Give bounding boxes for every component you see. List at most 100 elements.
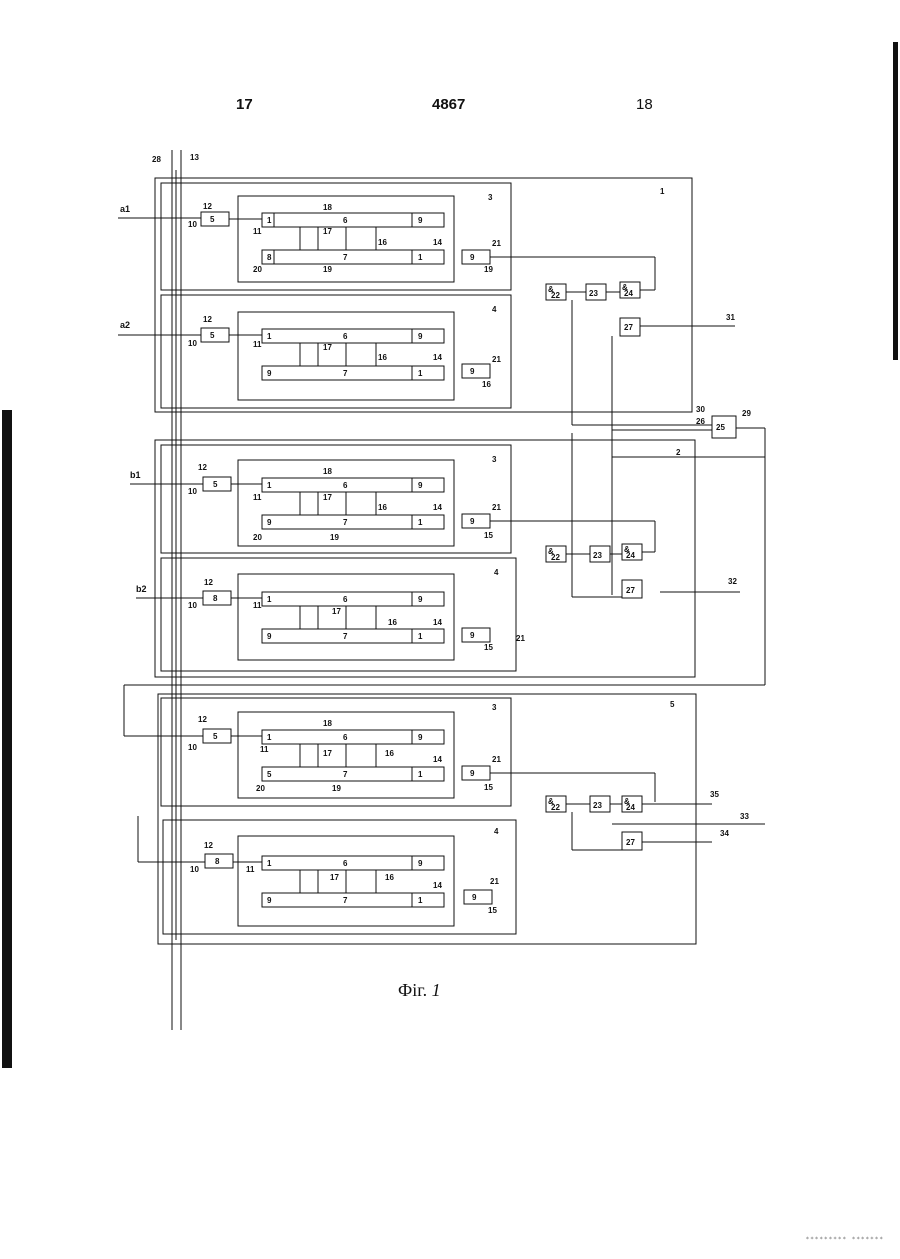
svg-text:17: 17 [323, 343, 332, 352]
svg-text:9: 9 [470, 367, 475, 376]
bus-label-13: 13 [190, 153, 199, 162]
svg-text:12: 12 [203, 202, 212, 211]
svg-text:15: 15 [484, 531, 493, 540]
svg-text:16: 16 [378, 503, 387, 512]
svg-text:15: 15 [484, 783, 493, 792]
svg-text:17: 17 [323, 749, 332, 758]
svg-text:9: 9 [267, 518, 272, 527]
svg-text:17: 17 [323, 227, 332, 236]
block-label-3: 3 [492, 703, 497, 712]
svg-text:6: 6 [343, 332, 348, 341]
block-3 [161, 183, 511, 290]
footer-mark: ********* ******* [806, 1236, 884, 1243]
svg-text:9: 9 [418, 859, 423, 868]
svg-text:23: 23 [593, 801, 602, 810]
svg-text:9: 9 [267, 369, 272, 378]
svg-text:16: 16 [482, 380, 491, 389]
svg-text:11: 11 [253, 601, 262, 610]
svg-text:16: 16 [385, 873, 394, 882]
svg-text:16: 16 [378, 353, 387, 362]
block-label-4: 4 [494, 568, 499, 577]
svg-text:24: 24 [626, 803, 635, 812]
svg-text:10: 10 [188, 339, 197, 348]
svg-text:7: 7 [343, 369, 348, 378]
svg-text:9: 9 [418, 332, 423, 341]
svg-text:7: 7 [343, 770, 348, 779]
svg-text:18: 18 [323, 203, 332, 212]
svg-text:24: 24 [626, 551, 635, 560]
svg-text:10: 10 [188, 743, 197, 752]
svg-text:8: 8 [215, 857, 220, 866]
svg-text:6: 6 [343, 216, 348, 225]
unit-1: 1 3 5 1210 16 9 87 1 9 1811 1716 1421 20… [155, 178, 735, 425]
svg-text:17: 17 [330, 873, 339, 882]
svg-text:12: 12 [203, 315, 212, 324]
svg-text:7: 7 [343, 253, 348, 262]
svg-text:6: 6 [343, 595, 348, 604]
svg-text:16: 16 [388, 618, 397, 627]
svg-text:9: 9 [418, 216, 423, 225]
svg-text:11: 11 [253, 227, 262, 236]
svg-text:21: 21 [492, 503, 501, 512]
svg-text:23: 23 [593, 551, 602, 560]
svg-text:1: 1 [267, 859, 272, 868]
svg-text:6: 6 [343, 733, 348, 742]
svg-text:5: 5 [267, 770, 272, 779]
svg-text:17: 17 [332, 607, 341, 616]
caption-prefix: Фіг. [398, 980, 427, 1000]
svg-text:23: 23 [589, 289, 598, 298]
unit-2: 2 3 5 1210 16 9 97 1 9 1811 1716 1421 20… [155, 433, 765, 677]
svg-text:8: 8 [213, 594, 218, 603]
block-label-3: 3 [492, 455, 497, 464]
svg-text:9: 9 [418, 733, 423, 742]
output-35: 35 [710, 790, 719, 799]
svg-text:7: 7 [343, 896, 348, 905]
svg-text:18: 18 [323, 719, 332, 728]
label-30: 30 [696, 405, 705, 414]
svg-text:20: 20 [253, 265, 262, 274]
svg-text:9: 9 [470, 253, 475, 262]
input-a2: a2 [120, 320, 130, 330]
svg-text:14: 14 [433, 755, 442, 764]
svg-text:1: 1 [418, 770, 423, 779]
svg-text:7: 7 [343, 518, 348, 527]
bus-lines [172, 150, 181, 1030]
svg-text:10: 10 [190, 865, 199, 874]
block-25-label: 25 [716, 423, 725, 432]
svg-text:15: 15 [484, 643, 493, 652]
svg-text:22: 22 [551, 803, 560, 812]
svg-text:14: 14 [433, 238, 442, 247]
svg-text:10: 10 [188, 220, 197, 229]
svg-text:21: 21 [516, 634, 525, 643]
svg-text:12: 12 [198, 463, 207, 472]
svg-text:27: 27 [626, 586, 635, 595]
svg-text:22: 22 [551, 291, 560, 300]
svg-text:19: 19 [332, 784, 341, 793]
block-label-4: 4 [494, 827, 499, 836]
unit-5: 5 3 5 1210 16 9 57 1 9 1811 1716 1421 20… [158, 694, 765, 944]
input-b2: b2 [136, 584, 147, 594]
input-b1: b1 [130, 470, 141, 480]
svg-text:10: 10 [188, 601, 197, 610]
svg-text:1: 1 [418, 253, 423, 262]
label-29: 29 [742, 409, 751, 418]
svg-text:11: 11 [253, 340, 262, 349]
svg-text:6: 6 [343, 481, 348, 490]
svg-text:8: 8 [267, 253, 272, 262]
svg-text:6: 6 [343, 859, 348, 868]
svg-text:21: 21 [490, 877, 499, 886]
svg-text:9: 9 [470, 631, 475, 640]
caption-number: 1 [432, 980, 441, 1000]
svg-text:5: 5 [210, 331, 215, 340]
bus-label-28: 28 [152, 155, 161, 164]
svg-text:20: 20 [256, 784, 265, 793]
block-25: 25 29 30 26 [572, 336, 765, 685]
svg-text:1: 1 [267, 733, 272, 742]
svg-text:1: 1 [418, 896, 423, 905]
svg-text:21: 21 [492, 755, 501, 764]
block-4 [163, 820, 516, 934]
svg-text:12: 12 [204, 578, 213, 587]
svg-text:1: 1 [418, 518, 423, 527]
svg-text:11: 11 [246, 865, 255, 874]
svg-text:9: 9 [418, 481, 423, 490]
